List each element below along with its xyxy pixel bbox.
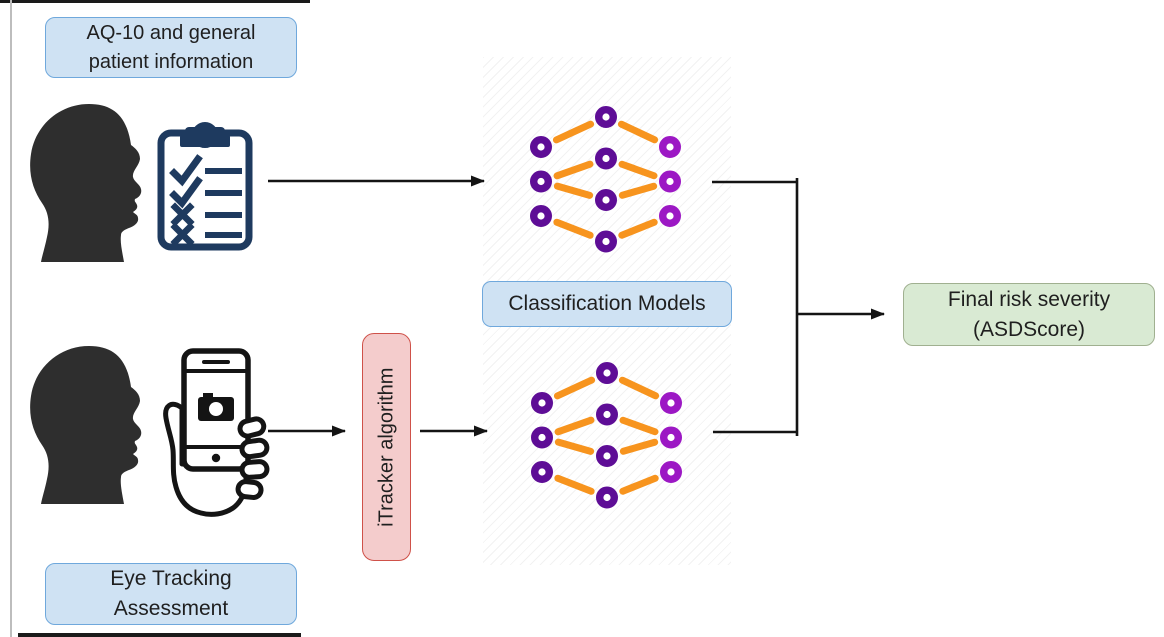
network-node [660, 426, 683, 449]
eye-tracking-assessment-box: Eye Tracking Assessment [45, 563, 297, 625]
person-head-icon-top [30, 104, 142, 262]
network-link [618, 218, 658, 239]
classification-models-box: Classification Models [482, 281, 732, 327]
network-node [530, 204, 553, 227]
network-node [659, 170, 682, 193]
checklist-x-marks [170, 202, 195, 247]
network-node [660, 392, 683, 415]
network-link [553, 182, 594, 199]
network-link [554, 438, 595, 455]
aq10-info-box: AQ-10 and general patient information [45, 17, 297, 78]
camera-glyph [198, 393, 234, 421]
network-node [595, 147, 618, 170]
network-node [595, 230, 618, 253]
network-link [618, 160, 658, 180]
network-node [595, 188, 618, 211]
network-node [659, 204, 682, 227]
phone-home-button [211, 453, 221, 463]
network-link [618, 376, 660, 400]
network-link [553, 218, 594, 239]
network-node [531, 426, 554, 449]
network-node [595, 105, 618, 128]
network-link [554, 474, 595, 495]
neural-network-icon-top [530, 105, 682, 253]
network-link [553, 160, 594, 180]
network-node [531, 392, 554, 415]
network-node [596, 445, 619, 468]
merge-junction-lines [712, 178, 885, 436]
phone-camera-icon [163, 348, 270, 517]
itracker-algorithm-box: iTracker algorithm [362, 333, 411, 561]
network-link [619, 474, 659, 495]
network-link [553, 376, 596, 400]
checklist-clipboard-icon [157, 122, 253, 251]
network-link [552, 120, 595, 144]
network-link [619, 438, 659, 455]
checklist-check-marks [169, 154, 203, 209]
network-node [596, 486, 619, 509]
final-risk-severity-box: Final risk severity (ASDScore) [903, 283, 1155, 346]
person-head-icon-bottom [30, 346, 142, 504]
network-node [530, 170, 553, 193]
itracker-algorithm-label: iTracker algorithm [375, 367, 398, 527]
network-link [619, 416, 659, 436]
gripping-fingers [235, 416, 270, 500]
network-node [660, 461, 683, 484]
frame-top-line [0, 0, 310, 3]
network-link [554, 416, 595, 436]
network-node [659, 135, 682, 158]
network-link [617, 120, 659, 144]
frame-left-line [10, 0, 12, 637]
network-node [531, 461, 554, 484]
network-link [618, 182, 658, 199]
neural-network-icon-bottom [531, 362, 683, 509]
network-node [530, 135, 553, 158]
network-node [596, 362, 619, 385]
checklist-lines [205, 168, 242, 238]
network-node [596, 403, 619, 426]
frame-bottom-line [18, 633, 301, 637]
